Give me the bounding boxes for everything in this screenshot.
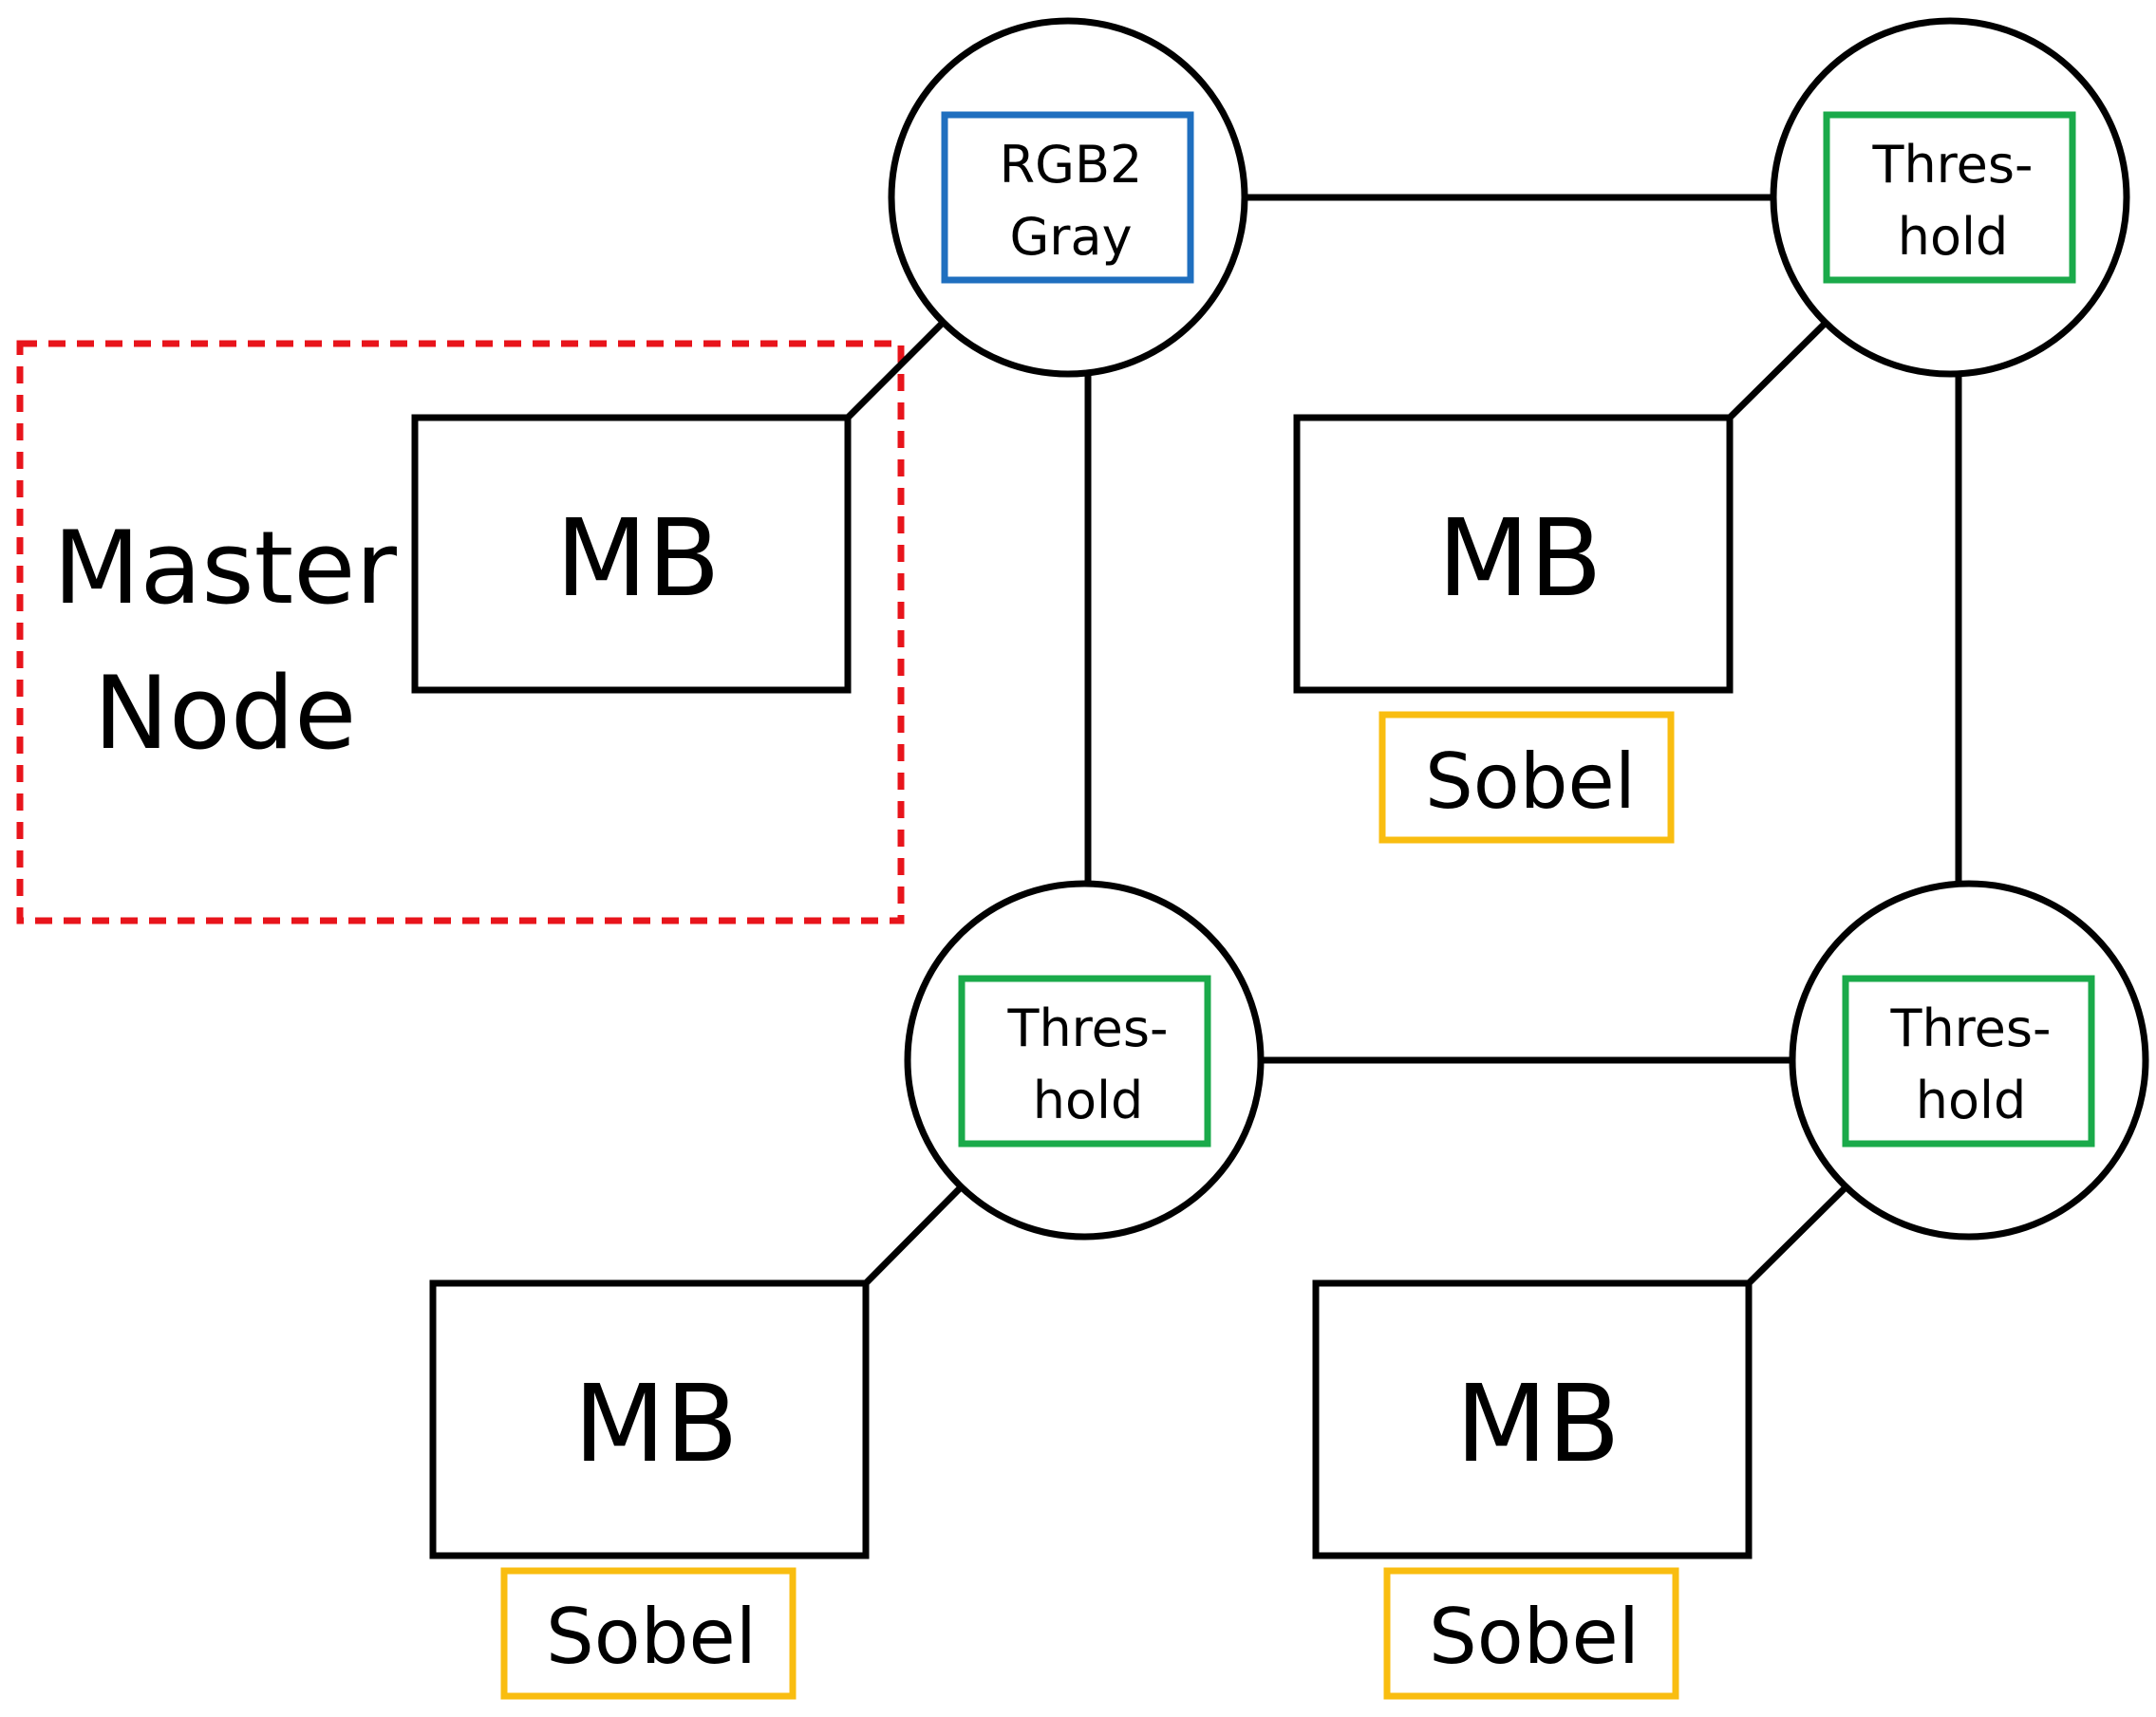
compute-node-top-right: Thres- hold [1770,17,2130,378]
master-node-region [16,340,905,924]
network-links [845,194,1962,1286]
sobel-label: Sobel [1425,737,1636,826]
board-bottom-left: MB Sobel [429,1279,870,1700]
threshold-task-box [1823,111,2076,284]
node-circle [888,17,1248,378]
task-label-line2: hold [1033,1071,1144,1130]
board-bottom-right: MB Sobel [1312,1279,1753,1700]
node-circle [1770,17,2130,378]
mb-label: MB [573,1363,738,1486]
sobel-label: Sobel [546,1593,757,1681]
sobel-task-box [1378,711,1675,844]
link-bottom-right-board [1746,1185,1847,1286]
compute-node-top-left: RGB2 Gray [888,17,1248,378]
mb-label: MB [1455,1363,1620,1486]
compute-node-bottom-left: Thres- hold [904,880,1265,1241]
task-label-line1: Thres- [1889,998,2051,1058]
mb-box [411,414,852,694]
link-bottom-left-board [863,1185,963,1286]
task-label-line1: Thres- [1006,998,1168,1058]
compute-node-bottom-right: Thres- hold [1789,880,2149,1241]
link-top-right-board [1727,319,1829,420]
node-circle [1789,880,2149,1241]
mb-box [1312,1279,1753,1559]
threshold-task-box [1842,975,2095,1148]
task-label-line1: Thres- [1871,135,2033,195]
task-label-line2: hold [1916,1071,2027,1130]
mb-box [1293,414,1734,694]
threshold-task-box [958,975,1211,1148]
task-label-line2: Gray [1009,207,1132,267]
node-circle [904,880,1265,1241]
mb-label: MB [555,497,720,621]
sobel-task-box [500,1567,797,1700]
master-node-label-line1: Master [53,510,397,626]
task-label-line1: RGB2 [1000,135,1143,195]
link-top-left-board [845,319,947,420]
board-top-left: MB [411,414,852,694]
rgb2gray-task-box [941,111,1194,284]
sobel-task-box [1383,1567,1679,1700]
task-label-line2: hold [1898,207,2009,267]
master-node-label-line2: Node [94,655,357,772]
mb-label: MB [1437,497,1602,621]
sobel-label: Sobel [1429,1593,1640,1681]
mb-box [429,1279,870,1559]
board-top-right: MB Sobel [1293,414,1734,844]
